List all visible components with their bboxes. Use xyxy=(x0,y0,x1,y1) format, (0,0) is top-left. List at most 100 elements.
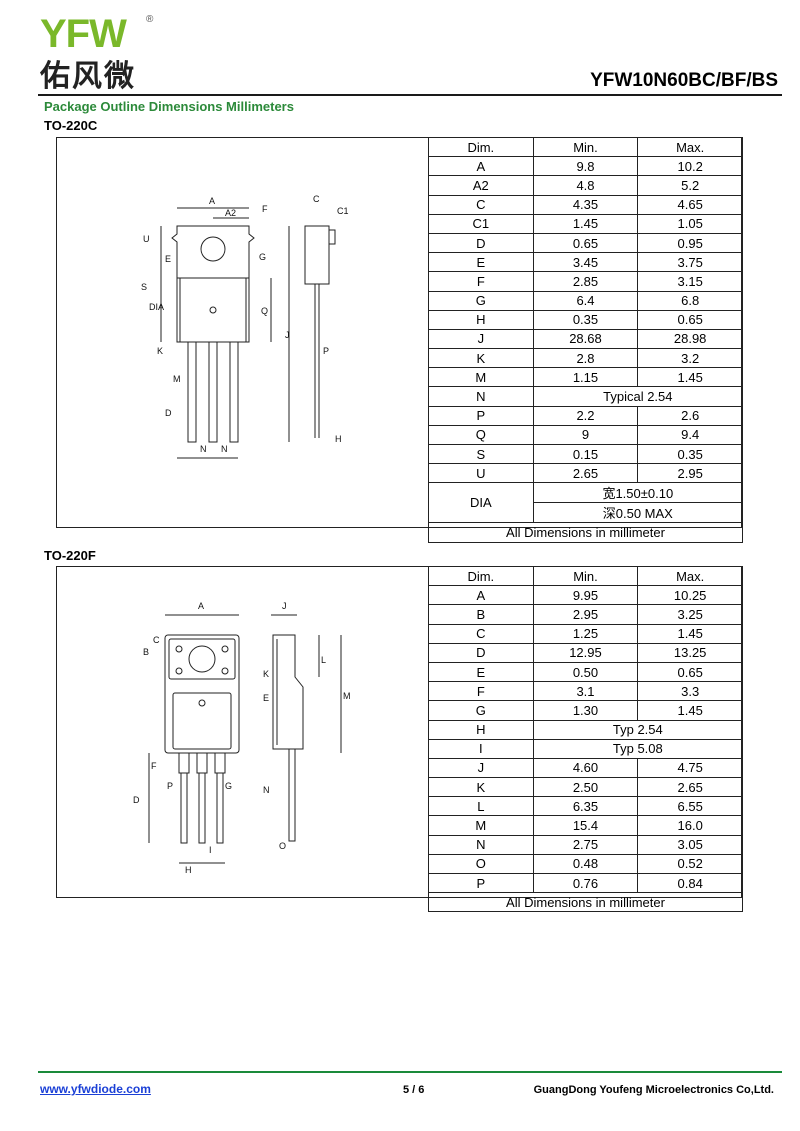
min-cell: 0.48 xyxy=(532,853,639,875)
max-cell: 3.2 xyxy=(637,348,743,369)
dim-cell: C xyxy=(428,194,534,215)
dim-cell: S xyxy=(428,443,534,465)
min-cell: 9.8 xyxy=(532,156,639,177)
min-cell: 0.15 xyxy=(532,443,639,465)
max-cell: 3.75 xyxy=(637,252,743,273)
registered-mark: ® xyxy=(146,14,154,25)
max-cell: 9.4 xyxy=(637,424,743,446)
min-cell: 9.95 xyxy=(532,585,639,606)
min-cell: 1.30 xyxy=(532,700,639,721)
part-number: YFW10N60BC/BF/BS xyxy=(590,70,778,91)
dim-label-l: L xyxy=(321,655,326,665)
dim-cell: C xyxy=(428,623,534,644)
typical-cell: Typ 2.54 xyxy=(532,719,744,740)
to220f-drawing-svg: A J C B L K E M F P G D N I H O xyxy=(133,601,351,875)
outline-drawing-to220c: A A2 F C C1 U E G S DIA Q J K M P D N N … xyxy=(57,138,429,527)
dim-cell: N xyxy=(428,386,534,407)
max-cell: 3.05 xyxy=(637,834,743,855)
min-cell: 0.50 xyxy=(532,661,639,683)
table-footer-row: All Dimensions in millimeter xyxy=(428,892,743,913)
dim-cell: G xyxy=(428,290,534,311)
package-frame-to220f: A J C B L K E M F P G D N I H O Dim. Min xyxy=(56,565,744,913)
max-cell: 2.95 xyxy=(637,463,743,484)
dim-cell: P xyxy=(428,405,534,426)
column-header: Min. xyxy=(532,565,639,587)
dim-label-j: J xyxy=(282,601,287,611)
min-cell: 0.76 xyxy=(532,872,639,894)
dia-width-cell: 宽1.50±0.10 xyxy=(532,482,744,504)
dim-cell: DIA xyxy=(428,482,534,524)
min-cell: 28.68 xyxy=(532,328,639,350)
min-cell: 0.35 xyxy=(532,309,639,330)
min-cell: 12.95 xyxy=(532,642,639,663)
table-note: All Dimensions in millimeter xyxy=(428,892,743,913)
logo-chinese-name: 佑风微 xyxy=(40,59,136,94)
max-cell: 4.75 xyxy=(637,757,743,779)
max-cell: 5.2 xyxy=(637,175,743,196)
dim-cell: F xyxy=(428,271,534,292)
max-cell: 10.2 xyxy=(637,156,743,177)
max-cell: 3.3 xyxy=(637,681,743,702)
dim-label-h: H xyxy=(185,865,192,875)
dim-label-n: N xyxy=(263,785,270,795)
max-cell: 28.98 xyxy=(637,328,743,350)
max-cell: 2.6 xyxy=(637,405,743,426)
dim-cell: B xyxy=(428,604,534,625)
dim-label-u: U xyxy=(143,234,150,244)
dim-label-s: S xyxy=(141,282,147,292)
dim-cell: J xyxy=(428,328,534,350)
dim-cell: M xyxy=(428,815,534,836)
dim-label-e: E xyxy=(165,254,171,264)
min-cell: 3.45 xyxy=(532,252,639,273)
min-cell: 1.15 xyxy=(532,367,639,388)
dim-label-h: H xyxy=(335,434,342,444)
dim-cell: M xyxy=(428,367,534,388)
max-cell: 0.65 xyxy=(637,661,743,683)
website-link[interactable]: www.yfwdiode.com xyxy=(40,1082,151,1096)
max-cell: 1.45 xyxy=(637,700,743,721)
dim-label-p: P xyxy=(167,781,173,791)
table-header-row: Dim. Min. Max. xyxy=(428,565,743,587)
dim-cell: E xyxy=(428,661,534,683)
column-header: Min. xyxy=(532,136,639,158)
column-header: Dim. xyxy=(428,565,534,587)
to220c-drawing-svg: A A2 F C C1 U E G S DIA Q J K M P D N N … xyxy=(141,194,349,459)
dim-label-o: O xyxy=(279,841,286,851)
min-cell: 4.60 xyxy=(532,757,639,779)
header-divider xyxy=(38,94,782,96)
min-cell: 4.8 xyxy=(532,175,639,196)
min-cell: 2.8 xyxy=(532,348,639,369)
dim-label-c: C xyxy=(153,635,160,645)
min-cell: 3.1 xyxy=(532,681,639,702)
dim-cell: D xyxy=(428,642,534,663)
max-cell: 1.05 xyxy=(637,213,743,234)
company-logo: YFW ® 佑风微 xyxy=(36,8,166,98)
max-cell: 10.25 xyxy=(637,585,743,606)
min-cell: 2.85 xyxy=(532,271,639,292)
min-cell: 1.45 xyxy=(532,213,639,234)
max-cell: 1.45 xyxy=(637,623,743,644)
max-cell: 0.84 xyxy=(637,872,743,894)
package-frame-to220c: A A2 F C C1 U E G S DIA Q J K M P D N N … xyxy=(56,136,744,543)
dim-cell: L xyxy=(428,796,534,817)
min-cell: 2.75 xyxy=(532,834,639,855)
typical-cell: Typical 2.54 xyxy=(532,386,744,407)
